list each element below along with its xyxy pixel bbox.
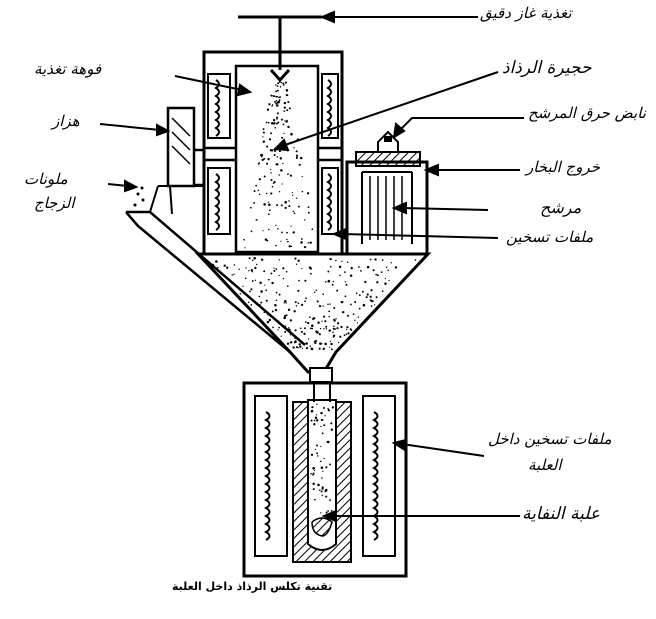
label-can-heating-line2: العلبة [528,456,562,474]
can-particles [310,403,335,514]
label-vapor-outlet: خروج البخار [526,158,601,176]
label-filter: مرشح [540,198,582,217]
leader-arrows [99,10,524,523]
label-filter-pulse: نابض حرق المرشح [528,104,646,122]
chamber-heating-coils [207,73,339,235]
label-waste-can: علبة النفاية [522,504,601,524]
label-gas-feed: تغذية غاز دقيق [480,4,572,22]
spray-particles [243,81,314,249]
gas-feed-pipe [238,15,322,83]
vibrator [166,106,204,188]
waste-can-assembly [242,381,408,578]
label-feed-nozzle: فوهة تغذية [34,60,102,78]
label-vibrator: هزاز [52,112,80,130]
glass-frit-chute [125,185,306,353]
label-glass-frit-line2: الزجاج [34,194,75,212]
label-glass-frit-line1: ملونات [24,170,68,188]
powder-particles [212,257,417,351]
label-spray-chamber: حجيرة الرذاذ [502,58,592,78]
label-heating-coils: ملفات تسخين [506,228,594,246]
label-can-heating-line1: ملفات تسخين داخل [488,430,612,448]
diagram-caption: تقنية تكلس الرذاذ داخل العلبة [172,580,333,593]
